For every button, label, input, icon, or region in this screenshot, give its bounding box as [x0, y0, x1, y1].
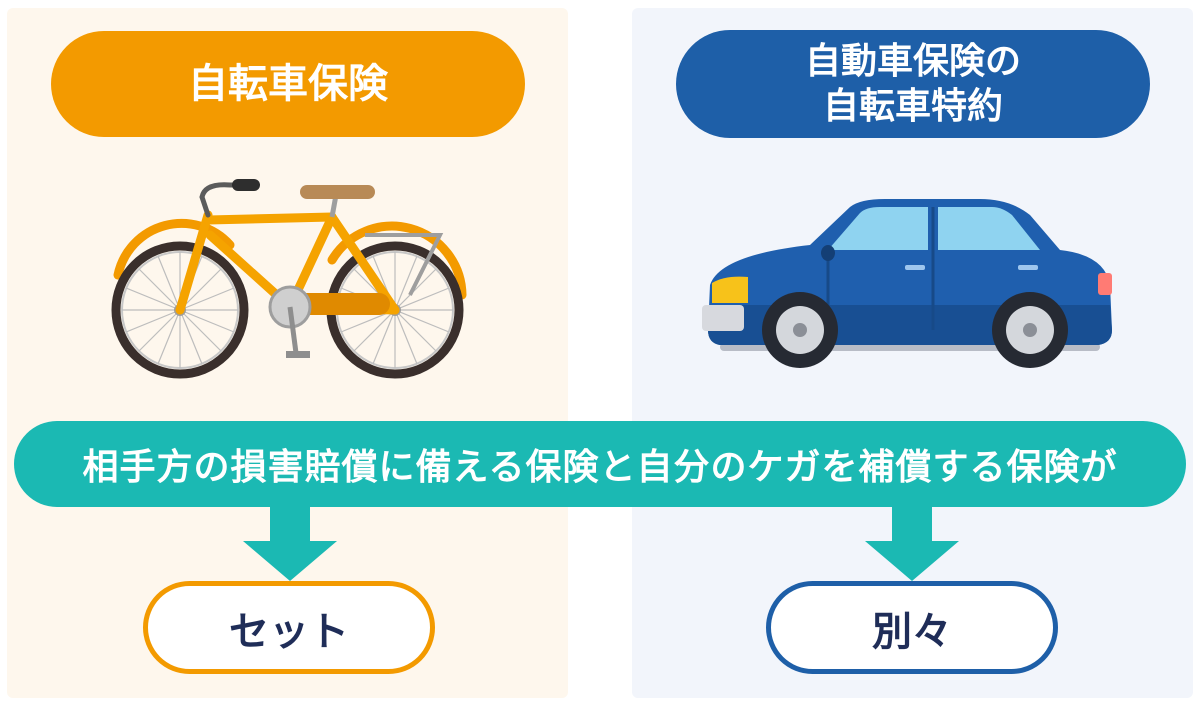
- bicycle-illustration: [111, 179, 467, 379]
- car-insurance-rider-title: 自動車保険の 自転車特約: [676, 30, 1150, 138]
- car-insurance-title-line1: 自動車保険の: [804, 41, 1021, 82]
- car-rear-wheel: [992, 292, 1068, 368]
- result-separate-text: 別々: [872, 608, 952, 655]
- car-insurance-title-line2: 自転車特約: [822, 86, 1003, 127]
- car-front-wheel: [762, 292, 838, 368]
- arrow-down-left-icon: [243, 505, 337, 581]
- result-bundled-text: セット: [229, 608, 349, 655]
- condition-banner: 相手方の損害賠償に備える保険と自分のケガを補償する保険が: [14, 421, 1186, 507]
- condition-banner-text: 相手方の損害賠償に備える保険と自分のケガを補償する保険が: [82, 447, 1118, 488]
- result-separate-badge: 別々: [766, 581, 1058, 674]
- arrow-down-right-icon: [865, 505, 959, 581]
- result-bundled-badge: セット: [143, 581, 435, 674]
- bicycle-insurance-title-text: 自転車保険: [188, 61, 388, 107]
- bicycle-insurance-title: 自転車保険: [51, 31, 525, 137]
- car-illustration: [702, 199, 1112, 368]
